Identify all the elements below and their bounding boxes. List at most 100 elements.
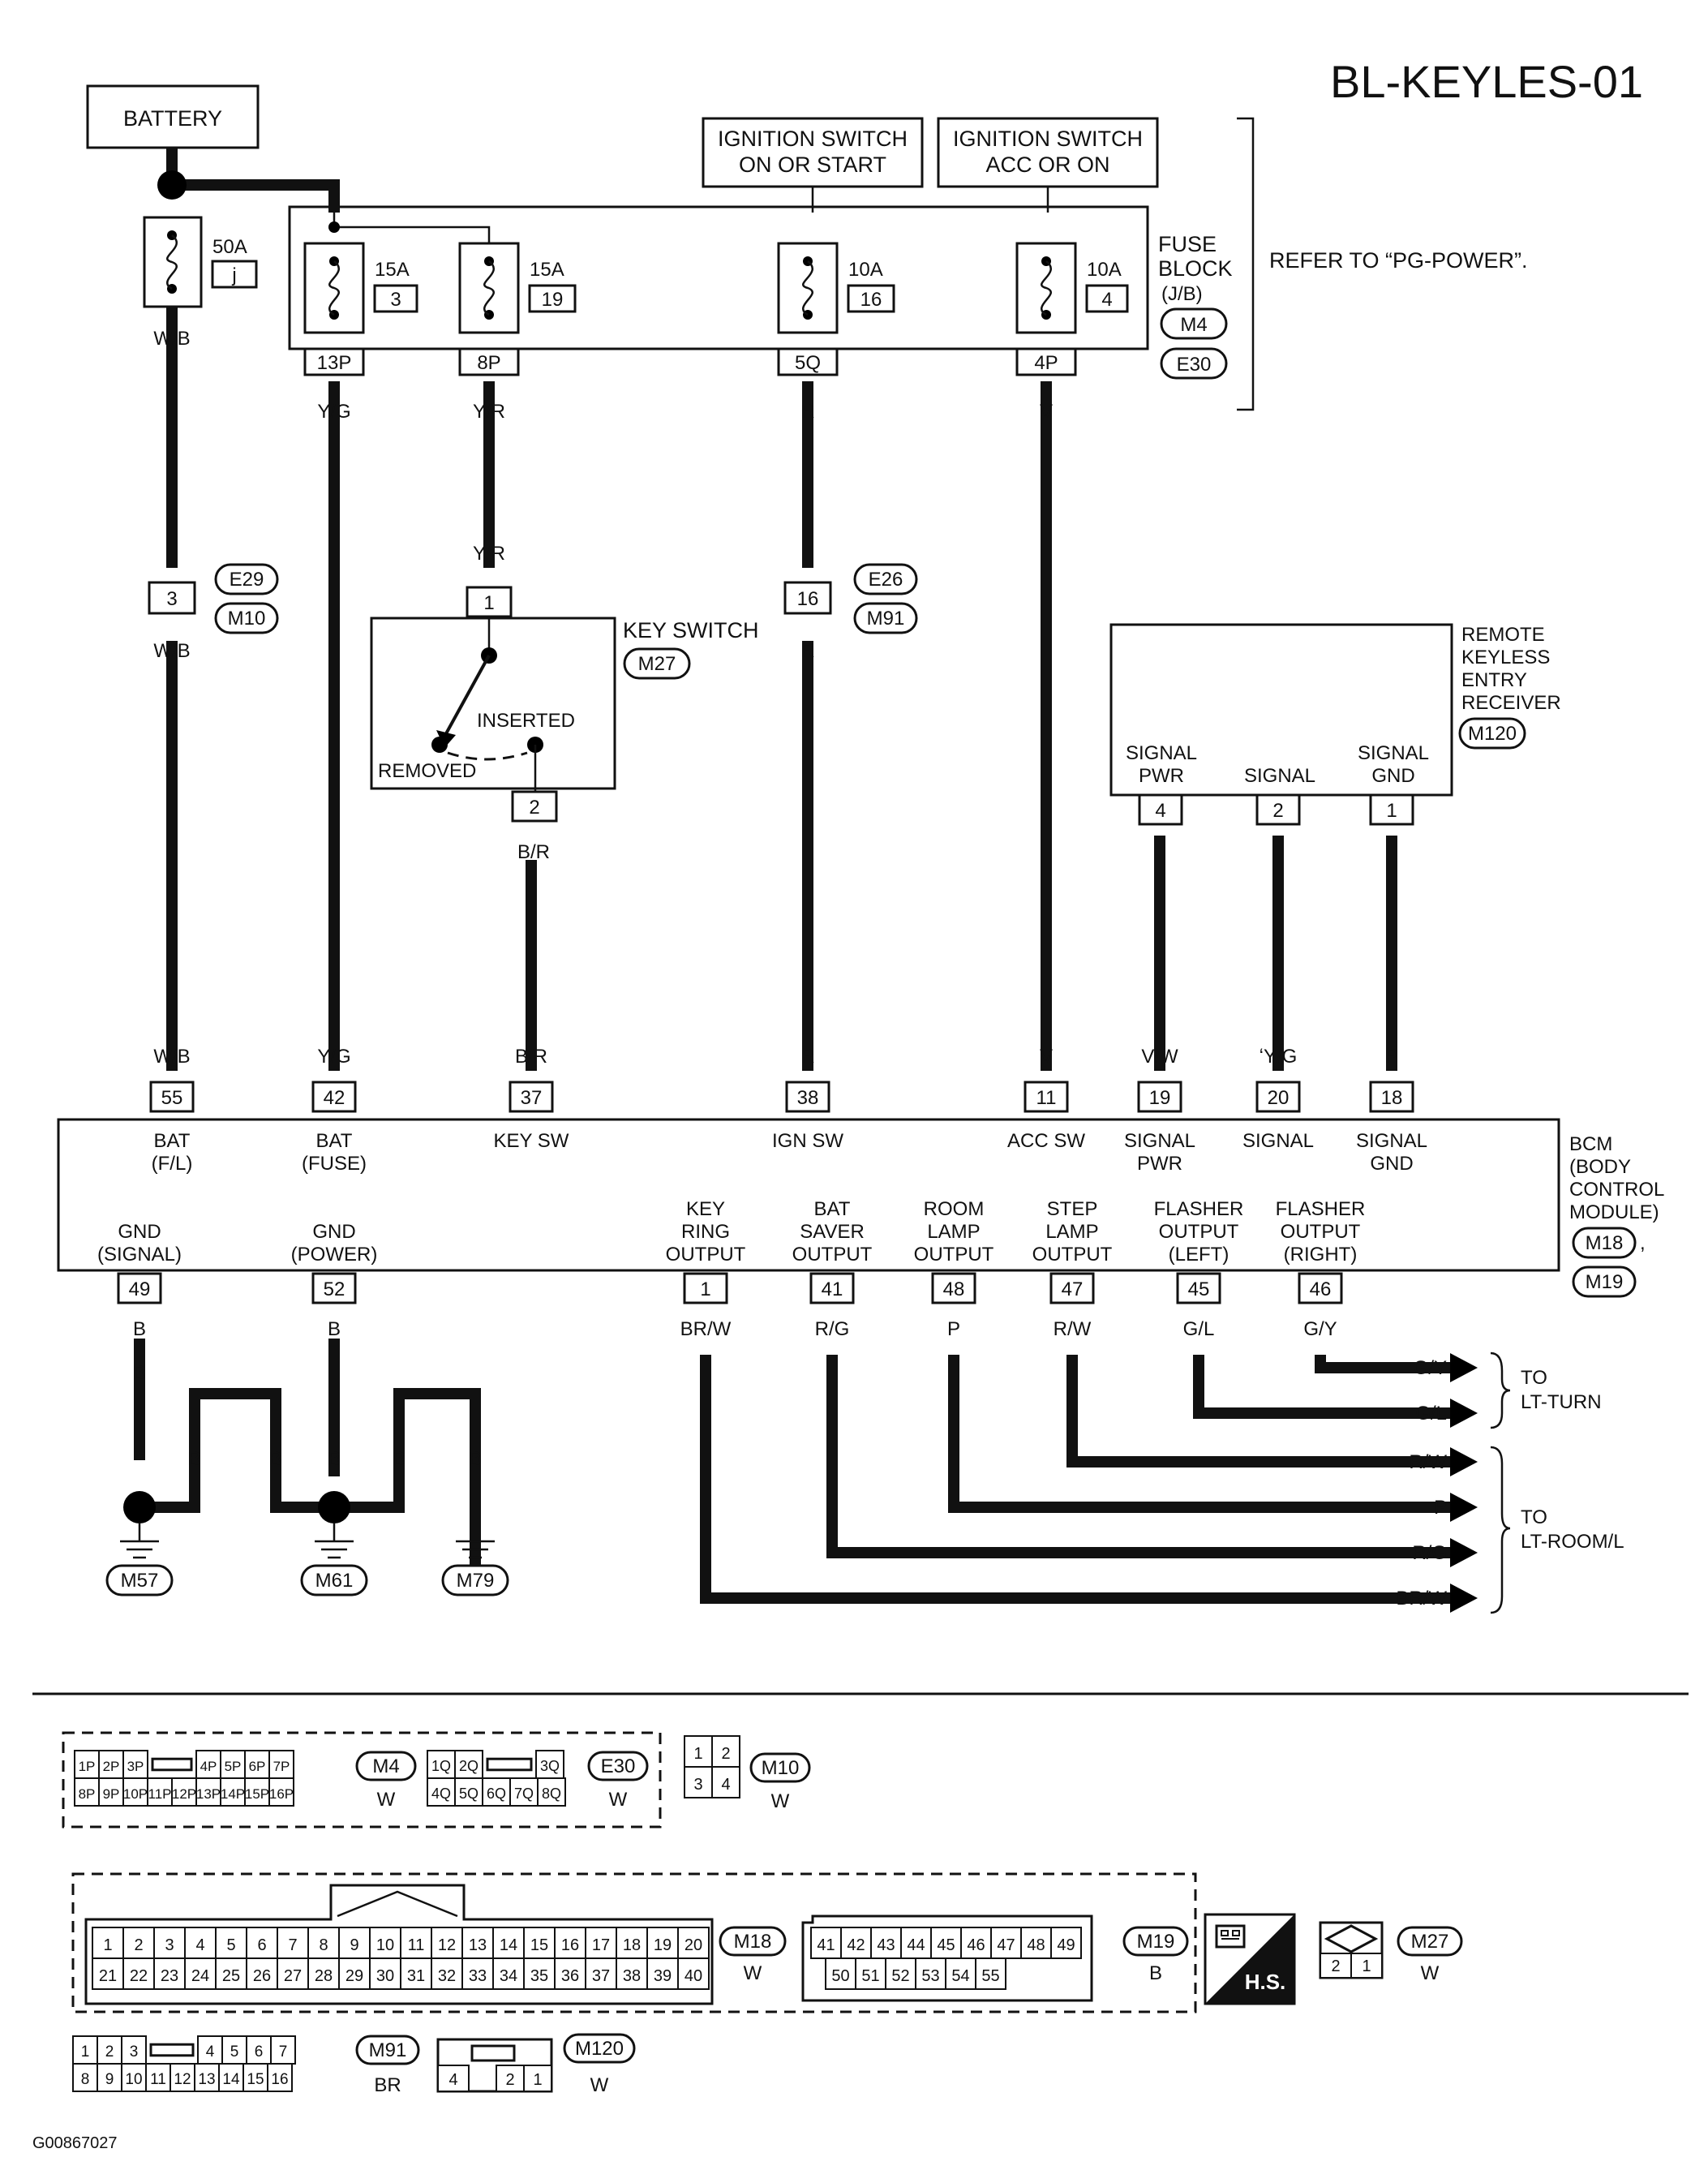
connector-cavity <box>677 1927 710 1959</box>
bcm-wire-label-42: Y/G <box>317 1046 350 1068</box>
bcm-terminal-name: (RIGHT) <box>1284 1244 1358 1266</box>
bcm-pin-box-41 <box>809 1272 855 1304</box>
svg-text:16: 16 <box>797 588 819 610</box>
bcm-terminal-name: IGN SW <box>772 1130 843 1152</box>
to-lt-room: TO LT-ROOM/L <box>1490 1446 1624 1614</box>
connector-cavity <box>427 1777 456 1807</box>
connector-id-m27: M27 W <box>1397 1926 1463 1984</box>
connector-pin-number: 51 <box>861 1967 879 1985</box>
connector-cavity <box>369 1927 401 1959</box>
connector-pin-number: 14P <box>221 1786 245 1802</box>
bcm-terminal-name: OUTPUT <box>1281 1221 1361 1243</box>
connector-pin-number: 40 <box>684 1967 702 1985</box>
bcm-terminal-name: (FUSE) <box>302 1153 367 1175</box>
bcm-wire-label-55: W/B <box>153 1046 190 1068</box>
connector-cavity <box>855 1957 886 1990</box>
connector-pin-number: 48 <box>1027 1936 1045 1954</box>
bcm-terminal-name: OUTPUT <box>666 1244 746 1266</box>
connector-cavity <box>646 1927 679 1959</box>
diagram-title: BL-KEYLES-01 <box>1330 56 1643 107</box>
svg-text:B: B <box>393 1448 406 1470</box>
bcm-terminal-name: STEP <box>1047 1198 1098 1220</box>
connector-cavity <box>554 1957 586 1990</box>
svg-text:M57: M57 <box>121 1570 159 1592</box>
connector-pin-number: 11P <box>148 1786 172 1802</box>
connector-pin-number: 10P <box>123 1786 148 1802</box>
connector-cavity <box>537 1777 566 1807</box>
connector-cavity <box>975 1957 1006 1990</box>
svg-text:MODULE): MODULE) <box>1569 1201 1659 1223</box>
battery-label: BATTERY <box>123 106 222 131</box>
connector-pin-number: 2 <box>1331 1957 1340 1975</box>
connector-pin-number: 1 <box>693 1745 702 1763</box>
connector-pin-number: 4Q <box>431 1786 451 1802</box>
connector-pin-number: 6Q <box>487 1786 506 1802</box>
connector-cavity <box>646 1957 679 1990</box>
bcm-pin-46: 46 <box>1310 1278 1332 1300</box>
connector-cavity <box>98 1750 124 1779</box>
connector-pin-number: 13 <box>198 2071 215 2088</box>
bcm-pin-box-18 <box>1369 1081 1414 1113</box>
ignition-on-start-box: IGNITION SWITCH ON OR START <box>702 117 924 188</box>
connector-pin-number: 55 <box>981 1967 999 1985</box>
connector-cavity <box>711 1735 740 1768</box>
bcm-terminal-name: LAMP <box>1045 1221 1098 1243</box>
svg-text:BCM: BCM <box>1569 1133 1612 1155</box>
svg-text:M27: M27 <box>1411 1931 1449 1953</box>
bcm-pin-box-11 <box>1024 1081 1069 1113</box>
connector-pin-number: 1 <box>103 1936 112 1954</box>
connector-pin-number: 6 <box>255 2043 264 2061</box>
connector-pin-number: 11 <box>408 1936 425 1954</box>
svg-text:M19: M19 <box>1137 1931 1175 1953</box>
svg-text:1: 1 <box>1386 800 1397 822</box>
connector-pin-number: 4 <box>448 2071 457 2089</box>
bcm-wire-label-52: B <box>328 1318 341 1340</box>
fuse-block-label3: (J/B) <box>1161 283 1203 305</box>
svg-text:B/R: B/R <box>517 841 550 863</box>
connector-pin-number: 15 <box>247 2071 264 2088</box>
connector-pin-number: 12 <box>438 1936 456 1954</box>
connector-pin-number: 46 <box>967 1936 985 1954</box>
svg-text:B: B <box>469 1448 482 1470</box>
svg-text:M18: M18 <box>734 1931 772 1953</box>
svg-text:B: B <box>269 1448 282 1470</box>
bcm-pin-42: 42 <box>324 1087 345 1109</box>
connector-id-m19: M19 B <box>1122 1926 1189 1984</box>
connector-id-m91: M91 BR <box>355 2035 420 2096</box>
bcm-terminal-name: LAMP <box>927 1221 980 1243</box>
connector-pin-number: 36 <box>561 1967 579 1985</box>
connector-pin-number: 11 <box>150 2071 166 2088</box>
connector-pin-number: 8Q <box>542 1786 561 1802</box>
connector-cavity <box>454 1777 483 1807</box>
svg-text:KEY SWITCH: KEY SWITCH <box>623 618 759 642</box>
bcm-terminal-name: FLASHER <box>1154 1198 1244 1220</box>
fuse-50a: 50A j W/B <box>143 216 258 350</box>
bcm-terminal-name: (POWER) <box>291 1244 378 1266</box>
connector-pin-number: 6P <box>249 1759 266 1774</box>
connector-cavity <box>121 2063 147 2092</box>
connector-cavity <box>184 1957 217 1990</box>
bcm-pin-box-49 <box>117 1272 162 1304</box>
svg-text:BR/W: BR/W <box>1396 1588 1447 1609</box>
svg-text:M91: M91 <box>867 608 905 630</box>
connector-pin-number: 9 <box>350 1936 358 1954</box>
ign-on-start-line1: IGNITION SWITCH <box>718 127 908 151</box>
bcm-pin-box-46 <box>1298 1272 1343 1304</box>
svg-text:15A: 15A <box>375 259 410 281</box>
connector-cavity <box>616 1957 648 1990</box>
connector-cavity <box>121 2035 147 2065</box>
connector-pin-number: 5P <box>225 1759 242 1774</box>
bcm-label: BCM (BODY CONTROL MODULE) M18 , M19 <box>1569 1133 1664 1298</box>
connector-pin-number: 15 <box>530 1936 548 1954</box>
connector-pin-number: 53 <box>921 1967 939 1985</box>
svg-text:B: B <box>328 1448 341 1470</box>
bcm-wire-label-46: G/Y <box>1303 1318 1337 1340</box>
bcm-terminal-name: OUTPUT <box>1032 1244 1113 1266</box>
ignition-acc-on-box: IGNITION SWITCH ACC OR ON <box>937 117 1159 188</box>
fuse-block-connector-e30: E30 <box>1160 347 1228 380</box>
connector-cavity <box>915 1957 946 1990</box>
connector-pin-number: 3Q <box>540 1758 560 1774</box>
svg-text:1: 1 <box>483 592 494 614</box>
